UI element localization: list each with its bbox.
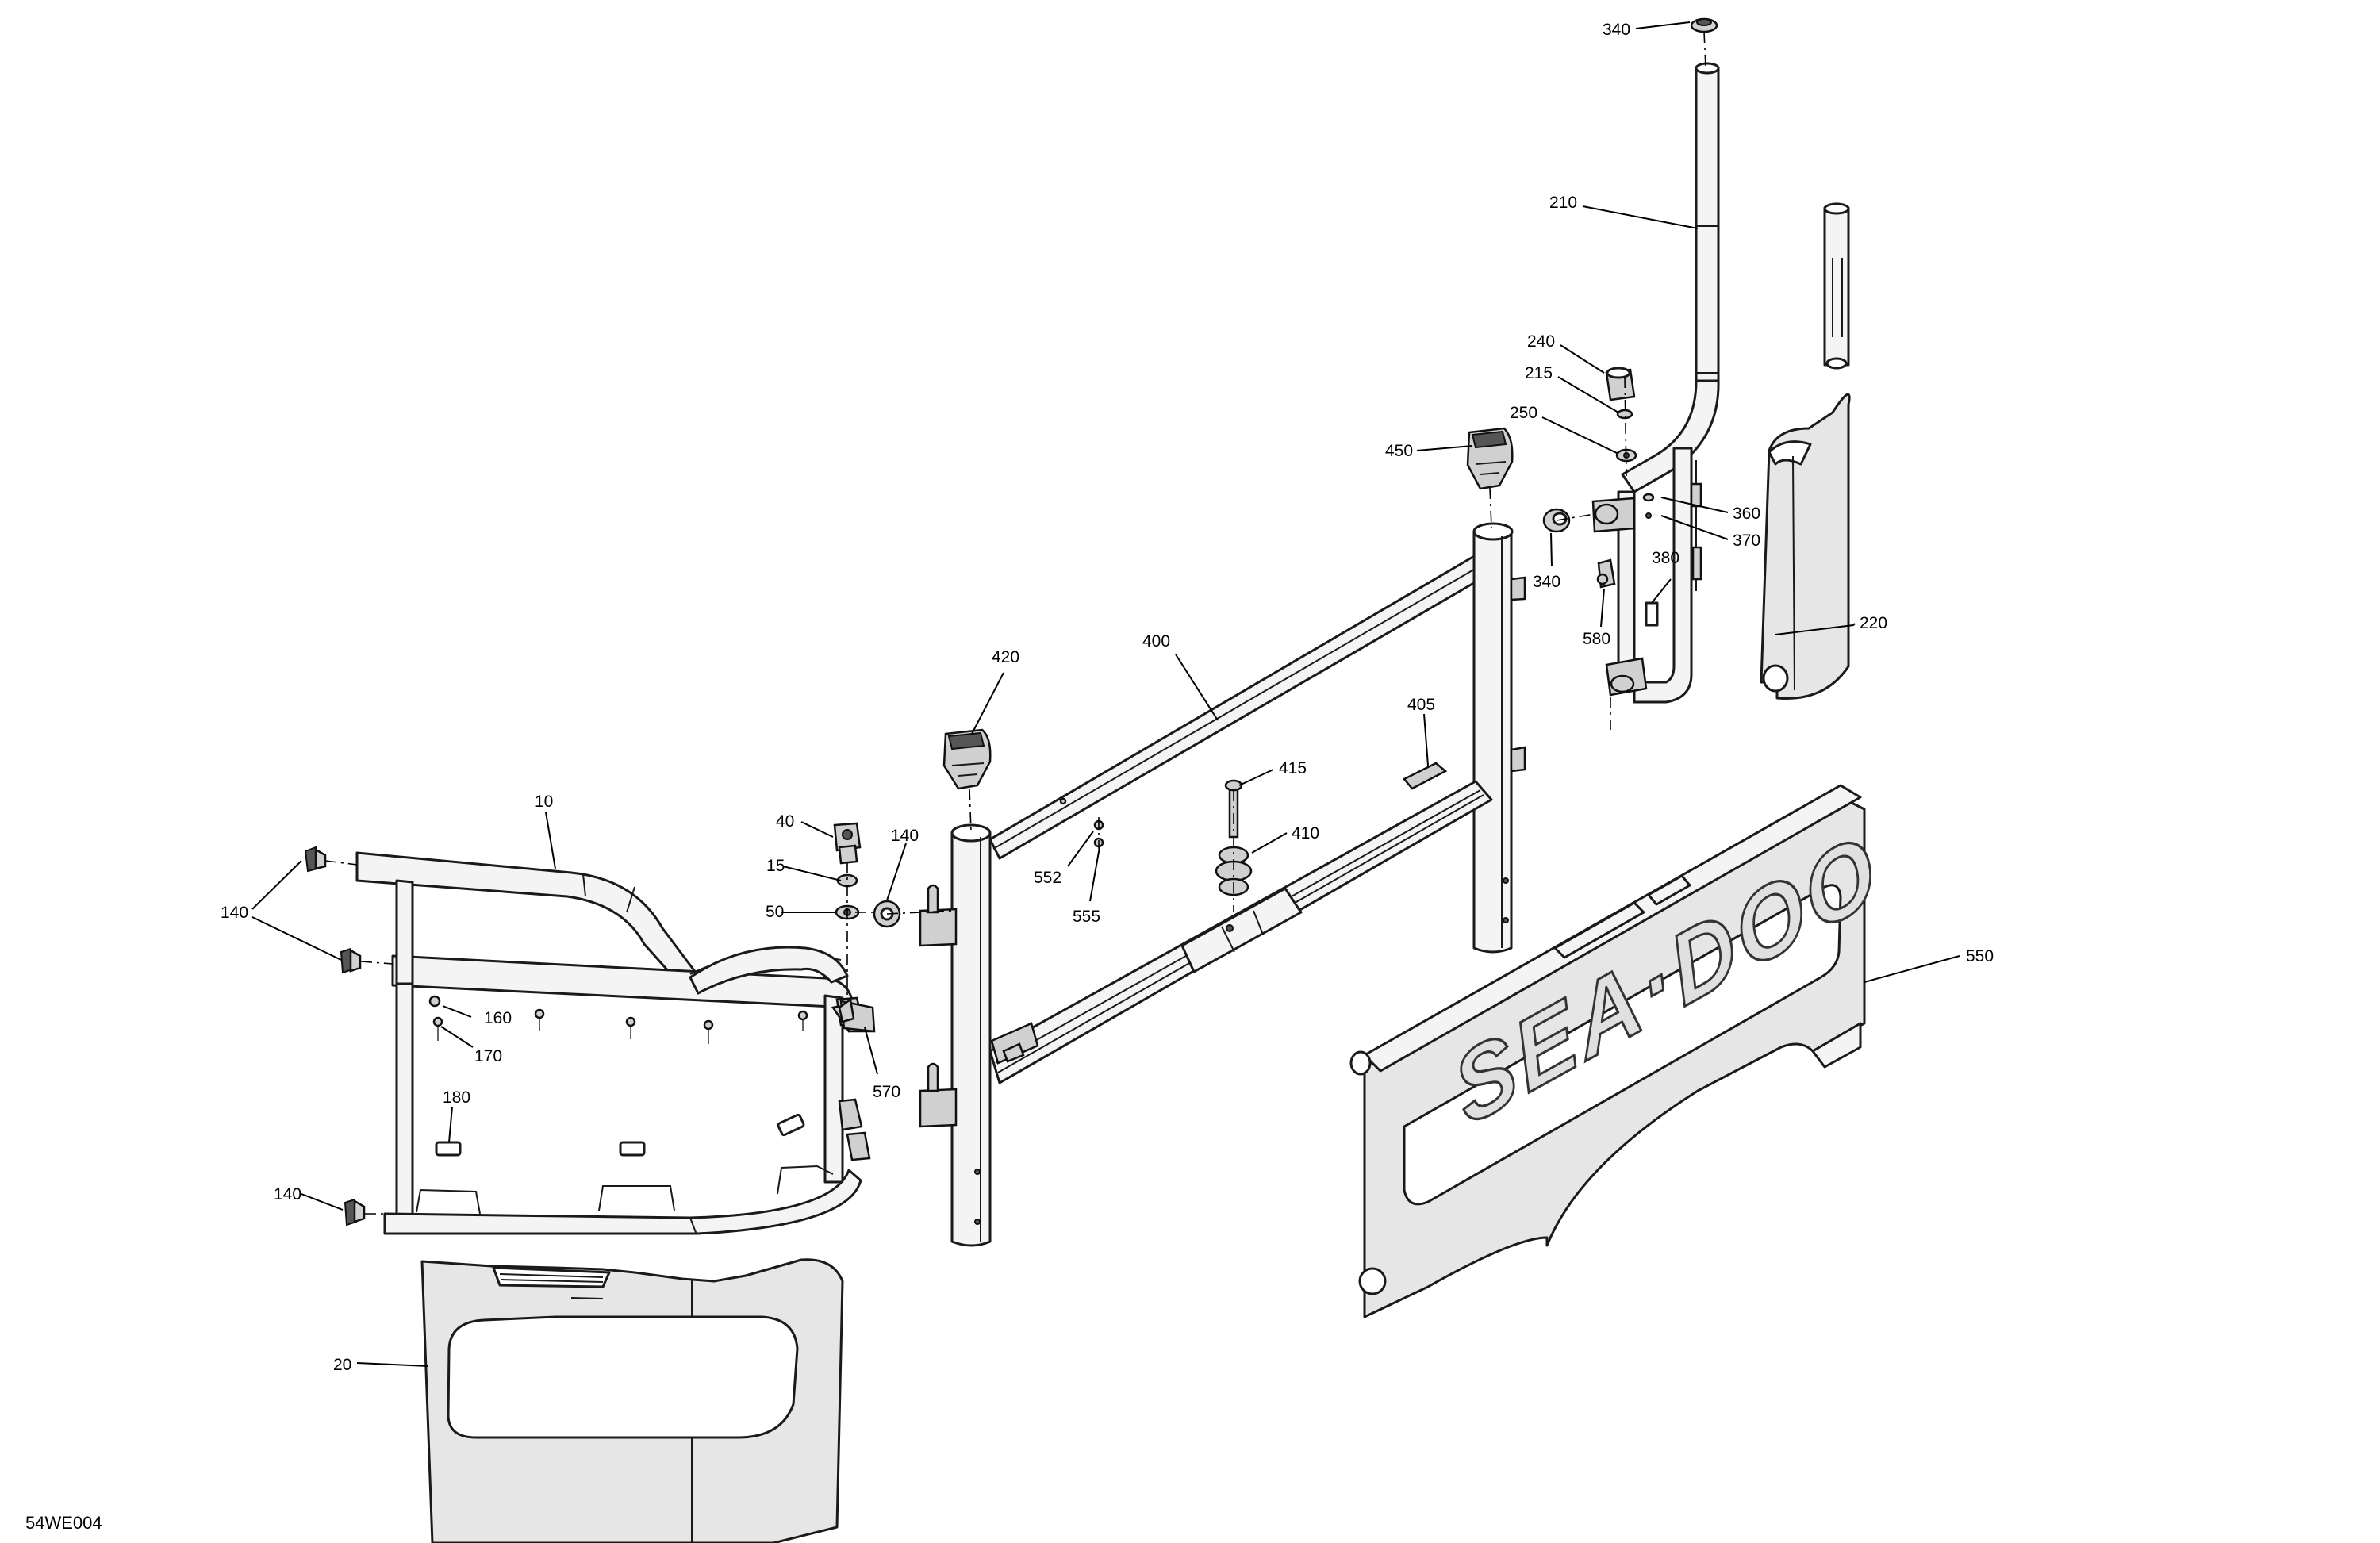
callout-210: 210 [1549, 194, 1577, 212]
part-40-latch [833, 822, 901, 928]
callout-20: 20 [333, 1356, 351, 1374]
callout-340-top: 340 [1603, 21, 1630, 39]
callout-140-c: 140 [274, 1185, 301, 1203]
callout-400: 400 [1142, 632, 1170, 651]
callout-220: 220 [1860, 614, 1887, 632]
callout-140-b: 140 [221, 904, 248, 922]
callout-160: 160 [484, 1009, 512, 1027]
callout-555: 555 [1073, 908, 1100, 926]
callout-405: 405 [1407, 696, 1435, 714]
part-210-upright-tube [1591, 62, 1720, 704]
part-420-top-latch [942, 728, 992, 790]
callout-420: 420 [992, 648, 1019, 666]
callout-15: 15 [766, 857, 785, 875]
callout-550: 550 [1966, 947, 1994, 965]
callout-140-a: 140 [891, 827, 919, 845]
part-570-bracket [838, 997, 876, 1033]
part-340-top-cap [1690, 17, 1718, 33]
callout-250: 250 [1510, 404, 1537, 422]
part-220-right-cover [1760, 202, 1851, 700]
callout-170: 170 [474, 1047, 502, 1065]
callout-360: 360 [1733, 505, 1760, 523]
callout-10: 10 [535, 793, 553, 811]
callout-380: 380 [1652, 549, 1679, 567]
vertical-pole-left [919, 823, 992, 1247]
diagram-code: 54WE004 [25, 1513, 102, 1533]
callout-580: 580 [1583, 630, 1610, 648]
callout-labels: 340 210 240 215 250 450 360 370 340 380 … [221, 21, 1994, 1374]
callout-240: 240 [1527, 332, 1555, 351]
callout-leaders [251, 21, 1960, 1367]
callout-415: 415 [1279, 759, 1307, 777]
callout-180: 180 [443, 1088, 470, 1107]
part-450-latch [1466, 427, 1514, 490]
part-550-right-panel: SEA·DOO [1349, 784, 1893, 1318]
callout-40: 40 [776, 812, 794, 831]
callout-340-mid: 340 [1533, 573, 1560, 591]
part-140-caps-left [304, 846, 366, 1226]
part-400-center-frame [988, 522, 1526, 1084]
callout-410: 410 [1292, 824, 1319, 843]
callout-552: 552 [1034, 869, 1061, 887]
callout-215: 215 [1525, 364, 1553, 382]
part-10-left-frame [355, 851, 874, 1235]
part-240-latch [1605, 367, 1637, 463]
callout-450: 450 [1385, 442, 1413, 460]
part-20-left-panel [420, 1258, 844, 1543]
callout-370: 370 [1733, 532, 1760, 550]
assembly-axis-lines [324, 31, 1706, 1215]
part-360-370 [1642, 493, 1655, 519]
callout-50: 50 [766, 903, 784, 921]
callout-570: 570 [873, 1083, 900, 1101]
